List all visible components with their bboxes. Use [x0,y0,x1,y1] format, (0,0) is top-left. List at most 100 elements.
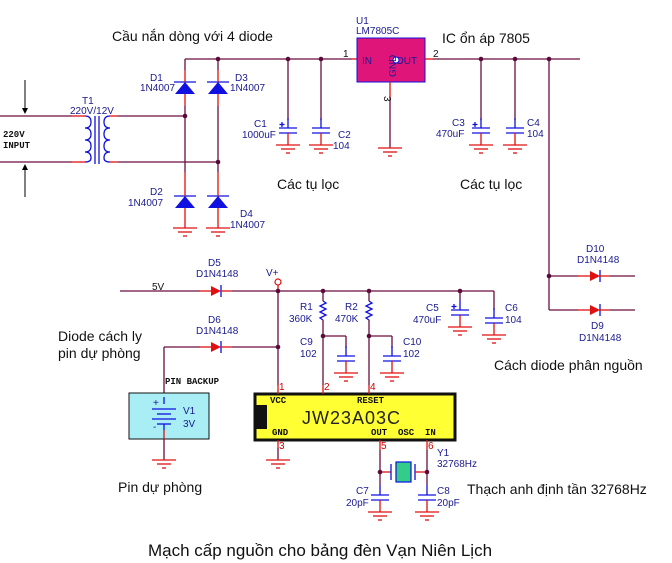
c9-value: 102 [300,349,317,360]
d6-ref: D6 [208,315,221,326]
c1-ref: C1 [254,119,267,130]
t1-value: 220V/12V [70,106,114,117]
c8-value: 20pF [437,498,460,509]
r2-ref: R2 [345,302,358,313]
c4-ref: C4 [527,118,540,129]
note-isolation-2: pin dự phòng [58,345,141,361]
output-bus [433,56,580,305]
chip-name: JW23A03C [302,408,401,428]
r2-value: 470K [335,314,359,325]
c9-ref: C9 [300,337,313,348]
vplus-bus [120,278,495,397]
d6-value: D1N4148 [196,326,239,337]
chip-pin3: 3 [279,441,285,452]
d9-ref: D9 [591,321,604,332]
note-backup-battery: Pin dự phòng [118,479,202,495]
regulator-u1: IN OUT GND 1 2 3 [343,37,439,148]
c4-value: 104 [527,129,544,140]
y1-value: 32768Hz [437,459,477,470]
diagram-title: Mạch cấp nguồn cho bảng đèn Vạn Niên Lịc… [148,541,492,560]
chip-pin5: 5 [381,441,387,452]
input-label-1: 220V [3,130,25,140]
chip-pin4: 4 [370,382,376,393]
note-crystal: Thạch anh định tần 32768Hz [467,481,647,497]
note-isolation-1: Diode cách ly [58,328,142,344]
d2-value: 1N4007 [128,198,163,209]
u1-pin-out: OUT [396,56,417,67]
note-filter-1: Các tụ lọc [277,176,339,192]
d5-ref: D5 [208,258,221,269]
u1-pin3: 3 [381,96,392,102]
note-filter-2: Các tụ lọc [460,176,522,192]
d10-value: D1N4148 [577,255,620,266]
net-5v: 5V [152,282,165,293]
diode-d4 [207,172,229,228]
ac-input: 220V INPUT [0,80,85,197]
c2-ref: C2 [338,130,351,141]
c7-ref: C7 [356,486,369,497]
c3-ref: C3 [452,118,465,129]
diode-d1 [174,70,196,106]
c6-ref: C6 [505,303,518,314]
input-filter-caps [285,56,324,120]
y1-ref: Y1 [437,448,450,459]
backup-battery-v1: + - [128,392,210,460]
d3-value: 1N4007 [230,83,265,94]
v1-ref: V1 [183,406,196,417]
c7-value: 20pF [346,498,369,509]
input-label-2: INPUT [3,141,31,151]
r1-value: 360K [289,314,313,325]
u1-pin-gnd: GND [388,55,399,77]
chip-pin-vcc: VCC [270,396,287,406]
r1-ref: R1 [300,302,313,313]
t1-ref: T1 [82,96,94,107]
chip-pin-gnd: GND [272,428,289,438]
chip-pin-osc: OUT OSC IN [371,428,436,438]
d1-value: 1N4007 [140,83,175,94]
c3-value: 470uF [436,129,464,140]
u1-pin1: 1 [343,49,349,60]
reset-network [318,291,393,385]
c10-ref: C10 [403,337,422,348]
c5-ref: C5 [426,303,439,314]
d5-value: D1N4148 [196,269,239,280]
note-split: Cách diode phân nguồn [494,357,643,373]
u1-pin2: 2 [433,49,439,60]
crystal-y1 [377,450,430,485]
c1-value: 1000uF [242,130,276,141]
c5-value: 470uF [413,315,441,326]
c2-value: 104 [333,141,350,152]
note-bridge: Cầu nắn dòng với 4 diode [112,28,273,44]
c10-value: 102 [403,349,420,360]
net-pin-backup: PIN BACKUP [165,377,220,387]
d3-ref: D3 [235,73,248,84]
diode-d2 [174,172,196,228]
d9-value: D1N4148 [579,333,622,344]
d2-ref: D2 [150,187,163,198]
chip-pin6: 6 [428,441,434,452]
c8-ref: C8 [437,486,450,497]
u1-ref: U1 [356,16,369,27]
chip-jw23a03c: VCC RESET GND OUT OSC IN JW23A03C 1 2 4 … [253,382,457,460]
generated-symbols [152,118,527,521]
diode-d3 [207,70,229,106]
chip-pin2: 2 [324,382,330,393]
note-regulator: IC ổn áp 7805 [442,30,530,46]
u1-value: LM7805C [356,26,399,37]
d4-ref: D4 [240,209,253,220]
battery-plus: + [153,398,159,409]
split-diodes [546,270,635,316]
net-vplus: V+ [266,268,279,279]
d10-ref: D10 [586,244,605,255]
d1-ref: D1 [150,73,163,84]
battery-minus: - [153,422,156,433]
c6-value: 104 [505,315,522,326]
transformer-t1: T1 220V/12V [70,96,218,164]
bridge-rectifier: D1 1N4007 D3 1N4007 D2 1N4007 D4 [128,56,352,231]
chip-pin-reset: RESET [357,396,385,406]
v1-value: 3V [183,419,196,430]
d4-value: 1N4007 [230,220,265,231]
u1-pin-in: IN [362,56,372,67]
chip-pin1: 1 [279,382,285,393]
